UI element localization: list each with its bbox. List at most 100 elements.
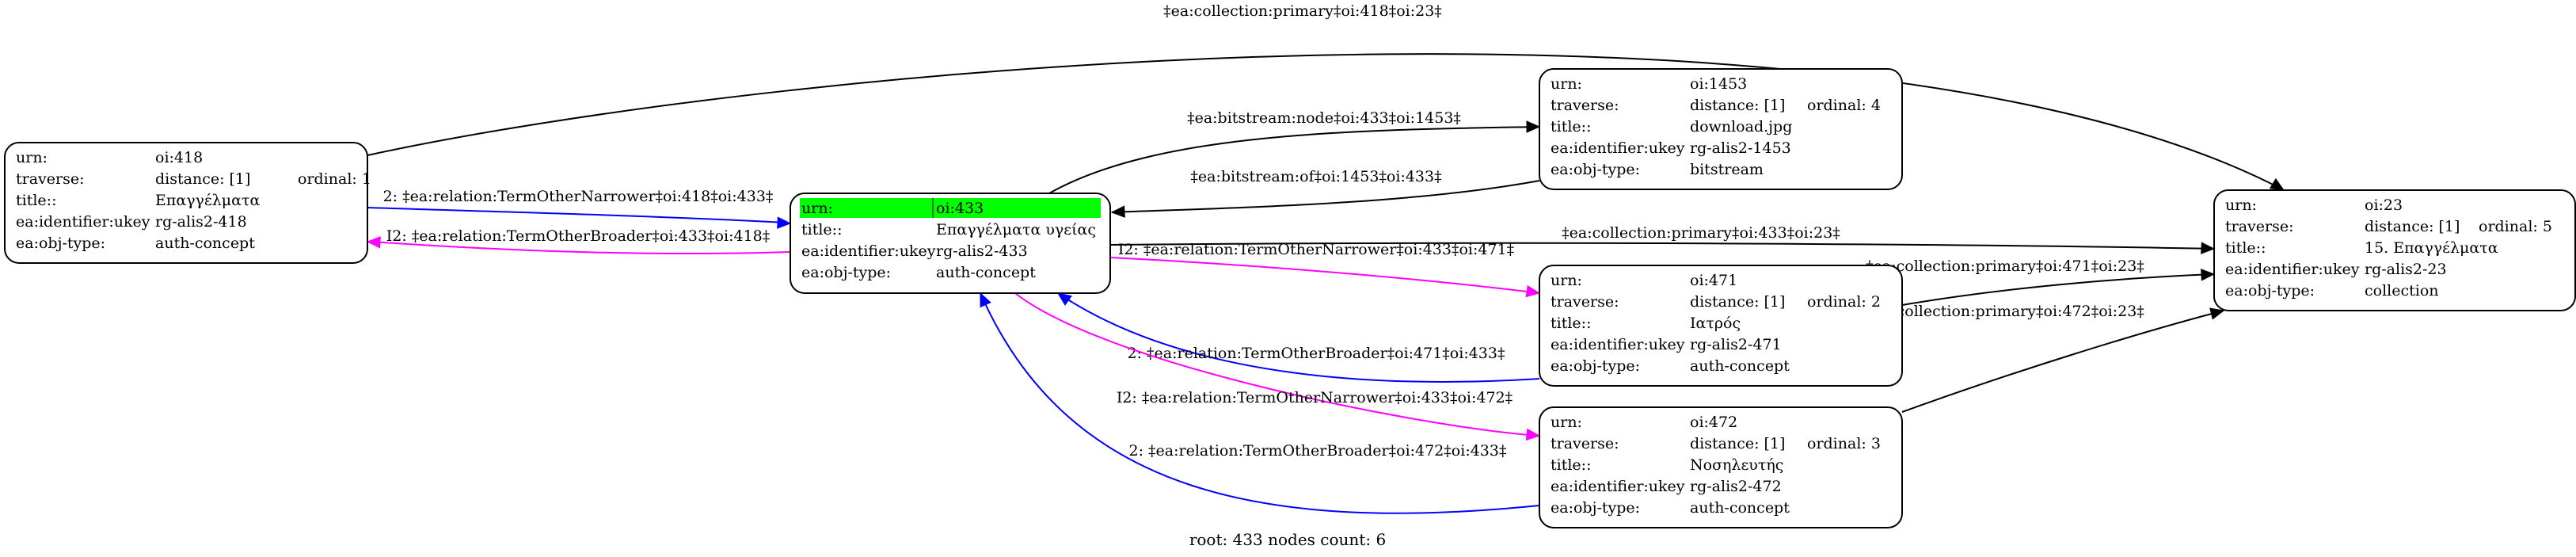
edge-e8: 2: ‡ea:relation:TermOtherBroader‡oi:471‡… (1056, 292, 1540, 383)
arrowhead-icon (366, 236, 381, 249)
edge-label: ‡ea:collection:primary‡oi:433‡oi:23‡ (1562, 224, 1840, 242)
node-field-key: title:: (16, 192, 56, 209)
arrowhead-icon (1056, 292, 1072, 306)
node-field-key: traverse: (1551, 97, 1619, 114)
node-box (4, 142, 368, 264)
node-box (1539, 406, 1903, 528)
edge-label: ‡ea:collection:primary‡oi:418‡oi:23‡ (1163, 2, 1442, 20)
node-field-key: urn: (16, 149, 48, 166)
node-field-value: bitstream (1690, 161, 1764, 178)
node-field-value: oi:433 (936, 200, 984, 217)
arrowhead-icon (1110, 205, 1125, 218)
edge-line (980, 292, 1540, 514)
node-field-key: ea:obj-type: (1551, 357, 1640, 375)
node-field-value: oi:1453 (1690, 75, 1747, 93)
edge-e1: ‡ea:collection:primary‡oi:418‡oi:23‡ (367, 2, 2285, 191)
node-field-key: urn: (1551, 414, 1582, 431)
edge-label: 2: ‡ea:relation:TermOtherBroader‡oi:471‡… (1127, 345, 1505, 362)
node-field-key: traverse: (1551, 293, 1619, 311)
edge-label: 2: ‡ea:relation:TermOtherNarrower‡oi:418… (383, 188, 774, 205)
edge-label: ‡ea:bitstream:of‡oi:1453‡oi:433‡ (1190, 168, 1441, 185)
node-field-key: ea:identifier:ukey (801, 242, 936, 260)
node-field-key: urn: (801, 200, 833, 217)
node-field-value: download.jpg (1690, 118, 1792, 135)
node-field-value: auth-concept (1690, 357, 1790, 375)
node-field-key: ea:obj-type: (2225, 282, 2315, 299)
node-field-value: rg-alis2-418 (155, 213, 247, 231)
node-field-ordinal: ordinal: 3 (1807, 435, 1881, 452)
node-field-key: ea:identifier:ukey (1551, 478, 1685, 495)
edge-e10: 2: ‡ea:relation:TermOtherBroader‡oi:472‡… (980, 292, 1540, 514)
edge-e3: I2: ‡ea:relation:TermOtherBroader‡oi:433… (366, 227, 791, 255)
edge-label: ‡ea:collection:primary‡oi:472‡oi:23‡ (1866, 303, 2144, 320)
edge-line (370, 241, 791, 255)
node-field-ordinal: ordinal: 1 (298, 170, 371, 188)
node-field-value: 15. Επαγγέλματα (2365, 239, 2498, 257)
node-field-value: Επαγγέλματα υγείας (936, 221, 1096, 238)
node-field-key: title:: (1551, 118, 1591, 135)
node-field-key: ea:identifier:ukey (1551, 139, 1685, 157)
node-field-key: urn: (2225, 196, 2257, 214)
node-field-key: title:: (2225, 239, 2266, 257)
edge-e4: ‡ea:bitstream:node‡oi:433‡oi:1453‡ (1048, 109, 1541, 194)
node-field-value: distance: [1] (1690, 435, 1785, 452)
arrowhead-icon (2201, 242, 2216, 254)
node-field-key: ea:obj-type: (1551, 499, 1640, 517)
node-field-key: ea:identifier:ukey (16, 213, 150, 231)
edge-label: I2: ‡ea:relation:TermOtherNarrower‡oi:43… (1117, 389, 1512, 406)
node-field-key: ea:obj-type: (16, 235, 105, 252)
edge-e5: ‡ea:bitstream:of‡oi:1453‡oi:433‡ (1110, 168, 1540, 218)
node-field-key: ea:identifier:ukey (1551, 336, 1685, 353)
node-field-value: Νοσηλευτής (1690, 456, 1783, 474)
edge-layer: ‡ea:collection:primary‡oi:418‡oi:23‡ 2: ‡… (366, 2, 2285, 514)
node-field-value: rg-alis2-471 (1690, 336, 1782, 353)
graph-caption: root: 433 nodes count: 6 (1189, 530, 1386, 549)
node-box (1539, 68, 1903, 190)
edge-line (1048, 126, 1540, 194)
arrowhead-icon (1525, 428, 1541, 441)
edge-line (1901, 273, 2215, 306)
node-box (790, 193, 1111, 294)
node-field-ordinal: ordinal: 5 (2479, 218, 2552, 235)
arrowhead-icon (777, 216, 792, 229)
edge-e6: ‡ea:collection:primary‡oi:433‡oi:23‡ (1109, 224, 2216, 254)
node-field-key: ea:identifier:ukey (2225, 261, 2360, 278)
edge-line (1109, 257, 1540, 294)
edge-e12: ‡ea:collection:primary‡oi:472‡oi:23‡ (1866, 303, 2225, 413)
node-field-ordinal: ordinal: 4 (1807, 97, 1881, 114)
node-field-value: distance: [1] (155, 170, 250, 188)
node-field-key: urn: (1551, 272, 1582, 289)
node-field-value: distance: [1] (2365, 218, 2460, 235)
edge-e7: I2: ‡ea:relation:TermOtherNarrower‡oi:43… (1109, 241, 1541, 298)
arrowhead-icon (2201, 269, 2216, 281)
edge-line (1111, 180, 1540, 213)
root-highlight (800, 198, 1101, 218)
node-field-value: auth-concept (1690, 499, 1790, 517)
edge-label: ‡ea:collection:primary‡oi:471‡oi:23‡ (1866, 258, 2144, 275)
node-field-key: traverse: (16, 170, 85, 188)
arrowhead-icon (1526, 120, 1541, 133)
node-field-key: ea:obj-type: (1551, 161, 1640, 178)
edge-line (367, 207, 786, 223)
edge-line (1057, 292, 1540, 383)
node-field-value: collection (2365, 282, 2439, 299)
node-field-value: oi:472 (1690, 414, 1737, 431)
node-field-key: title:: (1551, 456, 1591, 474)
node-field-value: rg-alis2-23 (2365, 261, 2447, 278)
arrowhead-icon (2269, 177, 2285, 191)
node-field-key: ea:obj-type: (801, 264, 891, 281)
node-box (1539, 265, 1903, 387)
node-field-ordinal: ordinal: 2 (1807, 293, 1881, 311)
node-field-key: title:: (801, 221, 842, 238)
arrowhead-icon (980, 292, 991, 308)
node-field-value: rg-alis2-433 (936, 242, 1028, 260)
edge-line (1109, 242, 2215, 250)
